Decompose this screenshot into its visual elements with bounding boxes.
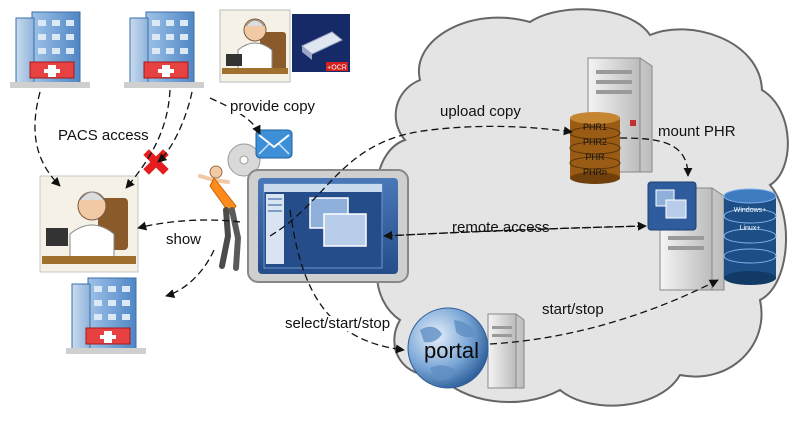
arrow-select-start-stop — [289, 209, 405, 354]
arrow-show — [137, 219, 241, 231]
label-show: show — [164, 231, 204, 248]
hospital-building-icon — [10, 11, 90, 88]
patient-woman-icon — [198, 165, 242, 271]
arrow-start-stop — [489, 279, 719, 345]
os-stack-icon: Windows+ Linux+ — [723, 188, 777, 285]
label-remote-access: remote access — [452, 219, 550, 236]
arrow-to-hospital — [165, 249, 215, 298]
label-pacs-access: PACS access — [56, 127, 151, 144]
label-mount-phr: mount PHR — [658, 123, 736, 140]
arrow-remote-access-back — [383, 225, 647, 241]
arrow-upload-copy — [269, 125, 573, 237]
hospital-building-icon — [66, 277, 146, 354]
label-start-stop: start/stop — [542, 301, 604, 318]
arrow-pacs-access-left — [34, 91, 61, 187]
label-provide-copy: provide copy — [228, 98, 318, 115]
doctor-icon — [219, 9, 291, 83]
arrow-mount-phr — [619, 137, 693, 177]
phr-drum-label: PHR1 — [583, 122, 607, 132]
ocr-badge: +OCR — [327, 65, 347, 72]
tablet-screen-icon — [247, 169, 409, 283]
scanner-icon: +OCR — [292, 14, 350, 72]
phr-drum-label: PHR — [585, 152, 605, 162]
phr-drum-label: PHR2 — [583, 137, 607, 147]
arrow-pacs-access-right — [125, 89, 171, 189]
cd-disc-icon — [227, 143, 261, 177]
os-stack-label: Windows+ — [734, 207, 766, 214]
phr-storage-drum-icon: PHR1 PHR2 PHR PHRn — [569, 112, 621, 184]
hospital-building-icon — [124, 11, 204, 88]
label-portal: portal — [424, 338, 480, 363]
os-stack-label: Linux+ — [740, 225, 761, 232]
connector-arrows — [34, 89, 719, 354]
label-select-start-stop: select/start/stop — [283, 315, 393, 332]
portal-globe-icon — [407, 307, 489, 389]
label-upload-copy: upload copy — [440, 103, 521, 120]
vm-server-icon — [647, 181, 725, 291]
phr-drum-label: PHRn — [583, 167, 607, 177]
mail-icon — [255, 129, 293, 159]
doctor-icon — [39, 175, 139, 273]
portal-server-icon — [487, 313, 525, 389]
